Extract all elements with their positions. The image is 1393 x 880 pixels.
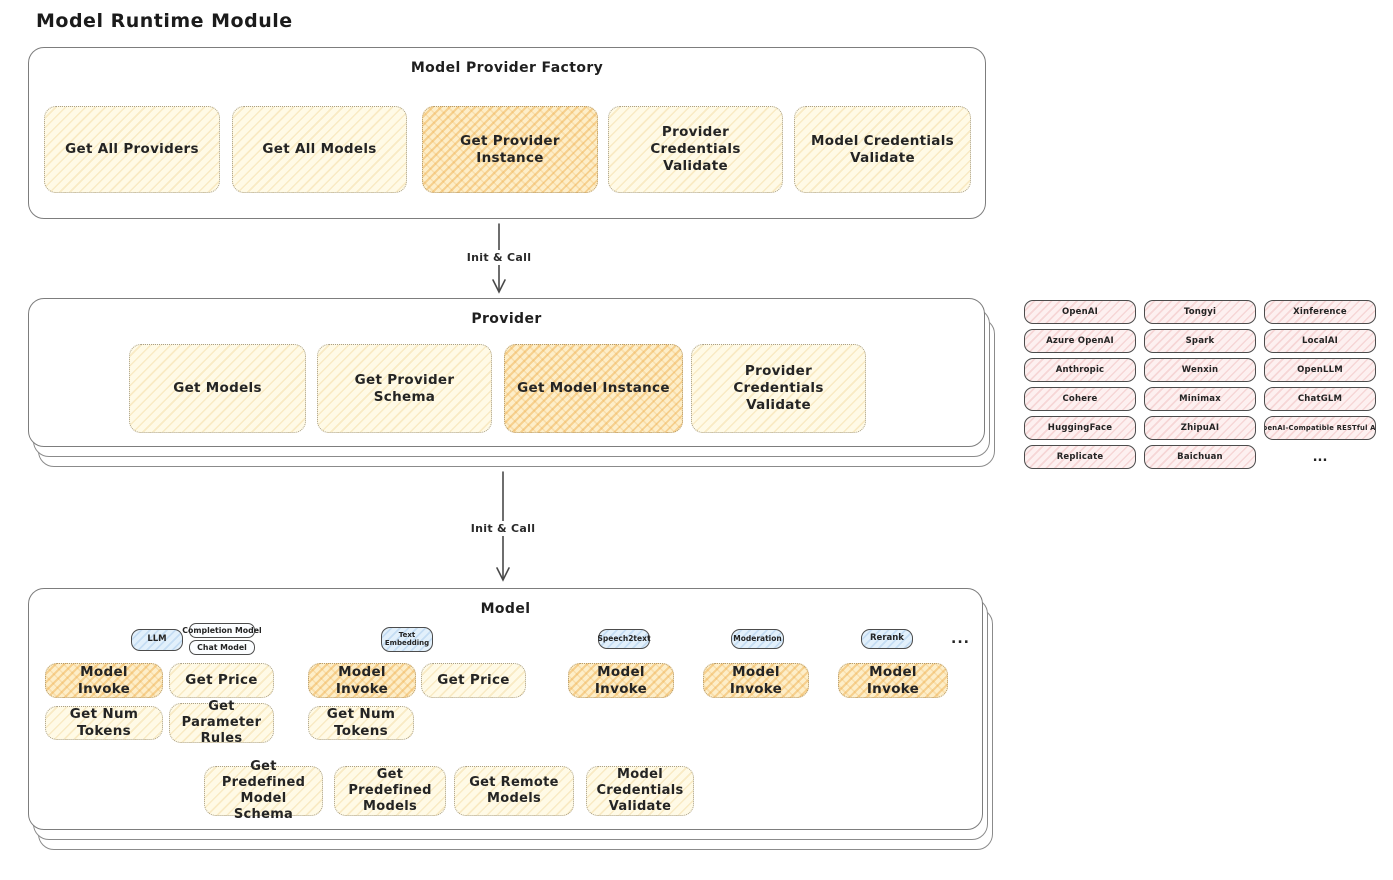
node-get-provider-instance: Get Provider Instance bbox=[422, 106, 598, 193]
chip-anthropic: Anthropic bbox=[1024, 358, 1136, 382]
factory-panel: Model Provider Factory Get All Providers… bbox=[28, 47, 986, 219]
chip-openllm: OpenLLM bbox=[1264, 358, 1376, 382]
node-provider-credentials-validate: Provider Credentials Validate bbox=[608, 106, 783, 193]
node-model-credentials-validate: Model Credentials Validate bbox=[794, 106, 971, 193]
node-embedding-get-price: Get Price bbox=[421, 663, 526, 698]
chip-xinference: Xinference bbox=[1264, 300, 1376, 324]
page-title: Model Runtime Module bbox=[36, 10, 293, 32]
node-provider-credentials-validate-2: Provider Credentials Validate bbox=[691, 344, 866, 433]
node-llm-get-num-tokens: Get Num Tokens bbox=[45, 706, 163, 740]
chip-azure-openai: Azure OpenAI bbox=[1024, 329, 1136, 353]
node-get-predefined-models: Get Predefined Models bbox=[334, 766, 446, 816]
chip-openai: OpenAI bbox=[1024, 300, 1136, 324]
node-model-credentials-validate-2: Model Credentials Validate bbox=[586, 766, 694, 816]
provider-panel-title: Provider bbox=[471, 311, 542, 327]
chip-huggingface: HuggingFace bbox=[1024, 416, 1136, 440]
tag-speech2text: Speech2text bbox=[597, 629, 651, 649]
node-get-remote-models: Get Remote Models bbox=[454, 766, 574, 816]
node-embedding-get-num-tokens: Get Num Tokens bbox=[308, 706, 414, 740]
chip-minimax: Minimax bbox=[1144, 387, 1256, 411]
arrow-label-init-call-top: Init & Call bbox=[461, 250, 537, 265]
tag-completion-model: Completion Model bbox=[182, 623, 262, 638]
factory-panel-title: Model Provider Factory bbox=[410, 60, 604, 76]
chip-zhipuai: ZhipuAI bbox=[1144, 416, 1256, 440]
node-get-provider-schema: Get Provider Schema bbox=[317, 344, 492, 433]
node-speech2text-model-invoke: Model Invoke bbox=[568, 663, 674, 698]
chip-localai: LocalAI bbox=[1264, 329, 1376, 353]
provider-list: OpenAI Tongyi Xinference Azure OpenAI Sp… bbox=[1024, 300, 1376, 469]
chip-wenxin: Wenxin bbox=[1144, 358, 1256, 382]
node-get-model-instance: Get Model Instance bbox=[504, 344, 683, 433]
node-get-models: Get Models bbox=[129, 344, 306, 433]
node-embedding-model-invoke: Model Invoke bbox=[308, 663, 416, 698]
tag-text-embedding: Text Embedding bbox=[381, 627, 433, 652]
model-tags-ellipsis: ... bbox=[951, 631, 970, 647]
provider-list-ellipsis: ... bbox=[1312, 449, 1328, 465]
node-get-all-providers: Get All Providers bbox=[44, 106, 220, 193]
tag-chat-model: Chat Model bbox=[189, 640, 255, 655]
tag-llm: LLM bbox=[131, 629, 183, 651]
chip-tongyi: Tongyi bbox=[1144, 300, 1256, 324]
node-get-predefined-model-schema: Get Predefined Model Schema bbox=[204, 759, 323, 822]
node-llm-model-invoke: Model Invoke bbox=[45, 663, 163, 698]
chip-baichuan: Baichuan bbox=[1144, 445, 1256, 469]
node-llm-get-parameter-rules: Get Parameter Rules bbox=[169, 699, 274, 746]
chip-chatglm: ChatGLM bbox=[1264, 387, 1376, 411]
provider-panel: Provider Get Models Get Provider Schema … bbox=[28, 298, 985, 447]
tag-moderation: Moderation bbox=[731, 629, 784, 649]
chip-openai-compatible: OpenAI-Compatible RESTful API bbox=[1264, 416, 1376, 440]
chip-spark: Spark bbox=[1144, 329, 1256, 353]
chip-cohere: Cohere bbox=[1024, 387, 1136, 411]
node-llm-get-price: Get Price bbox=[169, 663, 274, 698]
model-panel-title: Model bbox=[480, 601, 531, 617]
model-panel: Model LLM Completion Model Chat Model Te… bbox=[28, 588, 983, 830]
node-get-all-models: Get All Models bbox=[232, 106, 407, 193]
tag-rerank: Rerank bbox=[861, 629, 913, 649]
node-rerank-model-invoke: Model Invoke bbox=[838, 663, 948, 698]
arrow-label-init-call-bottom: Init & Call bbox=[465, 521, 541, 536]
node-moderation-model-invoke: Model Invoke bbox=[703, 663, 809, 698]
chip-replicate: Replicate bbox=[1024, 445, 1136, 469]
